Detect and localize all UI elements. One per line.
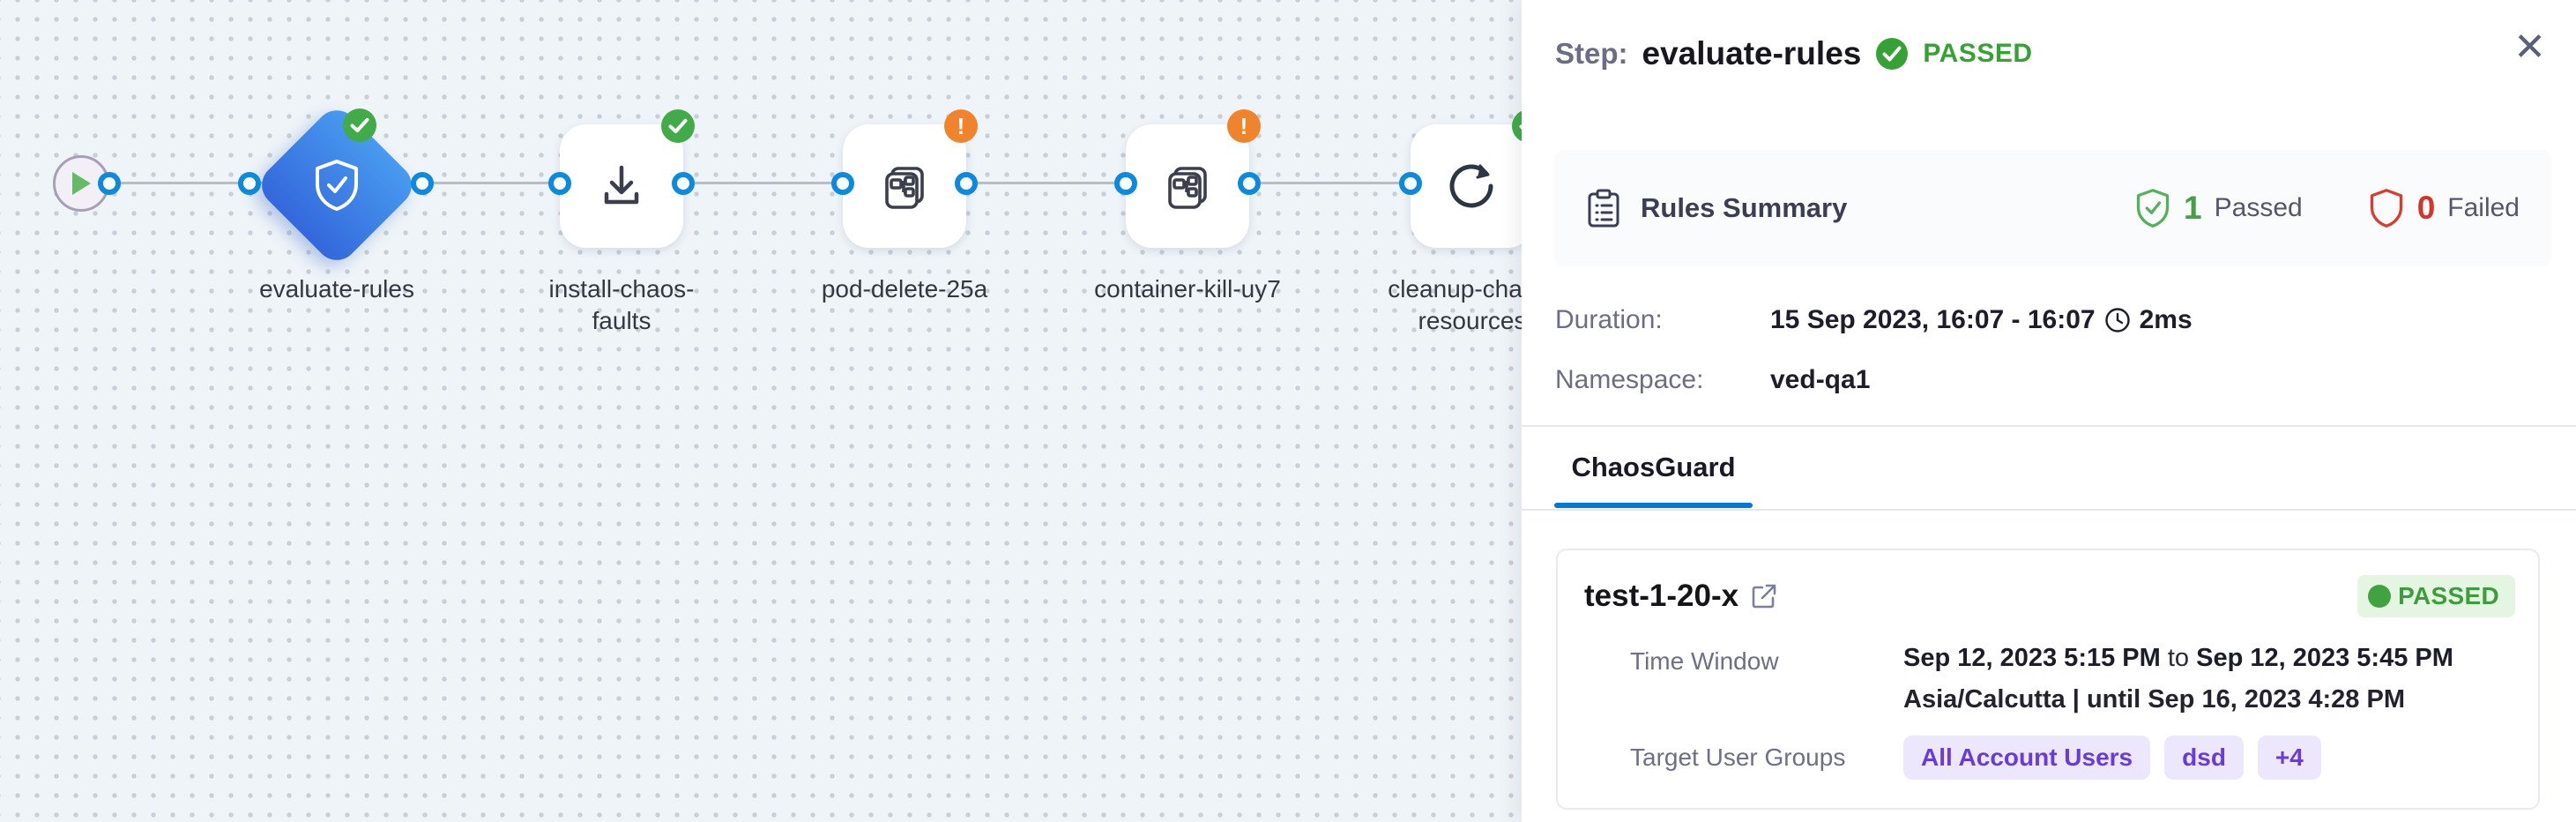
step-label: Step: [1555, 37, 1628, 70]
timezone-line: Asia/Calcutta | until Sep 16, 2023 4:28 … [1903, 685, 2405, 714]
namespace-value: ved-qa1 [1770, 365, 1871, 394]
node-cleanup-chaos-resources[interactable] [1411, 109, 1545, 248]
duration-label: Duration: [1555, 305, 1663, 334]
node-start[interactable] [53, 155, 109, 212]
duration-elapsed: 2ms [2139, 305, 2193, 334]
step-name: evaluate-rules [1642, 35, 1862, 71]
shield-check-icon [312, 158, 361, 213]
user-group-chips: All Account Users dsd +4 [1903, 736, 2321, 780]
port-install-out[interactable] [672, 172, 695, 195]
chaos-fault-icon [878, 160, 931, 213]
passed-label: Passed [2214, 193, 2303, 222]
port-evaluate-rules-in[interactable] [238, 172, 261, 195]
clock-icon [2104, 307, 2131, 333]
rules-summary-title: Rules Summary [1641, 192, 1848, 223]
time-window-label: Time Window [1630, 647, 1779, 675]
port-evaluate-rules-out[interactable] [411, 172, 434, 195]
step-status-text: PASSED [1923, 39, 2033, 68]
evaluate-rules-diamond[interactable] [253, 101, 421, 269]
failed-count: 0 [2416, 190, 2436, 226]
tabbar-divider [1522, 509, 2576, 511]
port-container-kill-in[interactable] [1114, 172, 1137, 195]
port-cleanup-in[interactable] [1399, 172, 1422, 195]
status-passed-badge [661, 109, 695, 143]
chaosguard-condition-card: test-1-20-x PASSED Time Window Sep 12, 2… [1556, 549, 2540, 810]
duration-row: Duration: 15 Sep 2023, 16:07 - 16:07 2ms [1555, 305, 2550, 335]
target-groups-label: Target User Groups [1630, 744, 1846, 771]
rules-summary-box: Rules Summary 1 Passed 0 Failed [1554, 150, 2551, 266]
node-pod-delete-25a[interactable]: ! [843, 109, 978, 248]
port-start-out[interactable] [98, 172, 121, 195]
time-window-value: Sep 12, 2023 5:15 PM to Sep 12, 2023 5:4… [1903, 644, 2453, 672]
step-details-panel: Step: evaluate-rules PASSED ✕ Rules Summ… [1522, 0, 2576, 822]
namespace-label: Namespace: [1555, 365, 1704, 394]
close-icon[interactable]: ✕ [2513, 26, 2546, 69]
node-label-container-kill-uy7: container-kill-uy7 [1094, 275, 1281, 303]
external-link-icon[interactable] [1751, 583, 1777, 609]
target-user-groups-row: Target User Groups All Account Users dsd… [1558, 736, 2538, 780]
pipeline-canvas[interactable]: ! ! evaluate [0, 0, 1557, 822]
node-install-chaos-faults[interactable] [560, 109, 695, 248]
port-container-kill-out[interactable] [1238, 172, 1261, 195]
condition-name[interactable]: test-1-20-x [1584, 579, 1739, 613]
duration-value: 15 Sep 2023, 16:07 - 16:07 [1770, 305, 2096, 334]
port-pod-delete-out[interactable] [955, 172, 978, 195]
panel-divider [1522, 425, 2576, 427]
user-group-chip[interactable]: All Account Users [1903, 736, 2151, 780]
step-meta: Duration: 15 Sep 2023, 16:07 - 16:07 2ms… [1555, 305, 2550, 425]
panel-header: Step: evaluate-rules PASSED ✕ [1555, 28, 2550, 72]
shield-failed-icon-wrap [2368, 187, 2405, 229]
chaos-fault-icon [1161, 160, 1214, 213]
node-label-evaluate-rules: evaluate-rules [259, 275, 414, 303]
port-install-in[interactable] [548, 172, 571, 195]
user-group-chip[interactable]: dsd [2164, 736, 2244, 780]
port-pod-delete-in[interactable] [831, 172, 854, 195]
condition-status-text: PASSED [2398, 582, 2499, 609]
clipboard-icon [1586, 188, 1621, 228]
node-label-install-chaos-faults: install-chaos-faults [548, 275, 695, 334]
time-window-row: Time Window Sep 12, 2023 5:15 PM to Sep … [1558, 644, 2538, 714]
rules-stats: 1 Passed 0 Failed [2134, 187, 2520, 229]
tab-active-underline [1554, 503, 1753, 508]
namespace-row: Namespace: ved-qa1 [1555, 365, 2550, 395]
refresh-icon [1445, 159, 1500, 213]
condition-status-pill: PASSED [2357, 575, 2515, 617]
status-dot-icon [2368, 585, 2392, 608]
status-warning-badge: ! [944, 109, 978, 143]
node-evaluate-rules[interactable] [253, 101, 421, 269]
check-circle-icon [1875, 37, 1909, 71]
shield-passed-icon [2134, 187, 2171, 229]
download-icon [596, 161, 647, 212]
card-header: test-1-20-x PASSED [1558, 550, 2538, 617]
play-icon [70, 170, 93, 197]
failed-label: Failed [2447, 193, 2520, 222]
node-container-kill-uy7[interactable]: ! [1126, 109, 1261, 248]
user-group-chip-more[interactable]: +4 [2257, 736, 2321, 780]
node-label-pod-delete-25a: pod-delete-25a [821, 275, 988, 303]
tab-chaosguard[interactable]: ChaosGuard [1571, 452, 1736, 482]
status-warning-badge: ! [1227, 109, 1261, 143]
passed-count: 1 [2184, 190, 2202, 226]
card-rows: Time Window Sep 12, 2023 5:15 PM to Sep … [1558, 644, 2538, 780]
status-passed-badge [343, 108, 376, 142]
